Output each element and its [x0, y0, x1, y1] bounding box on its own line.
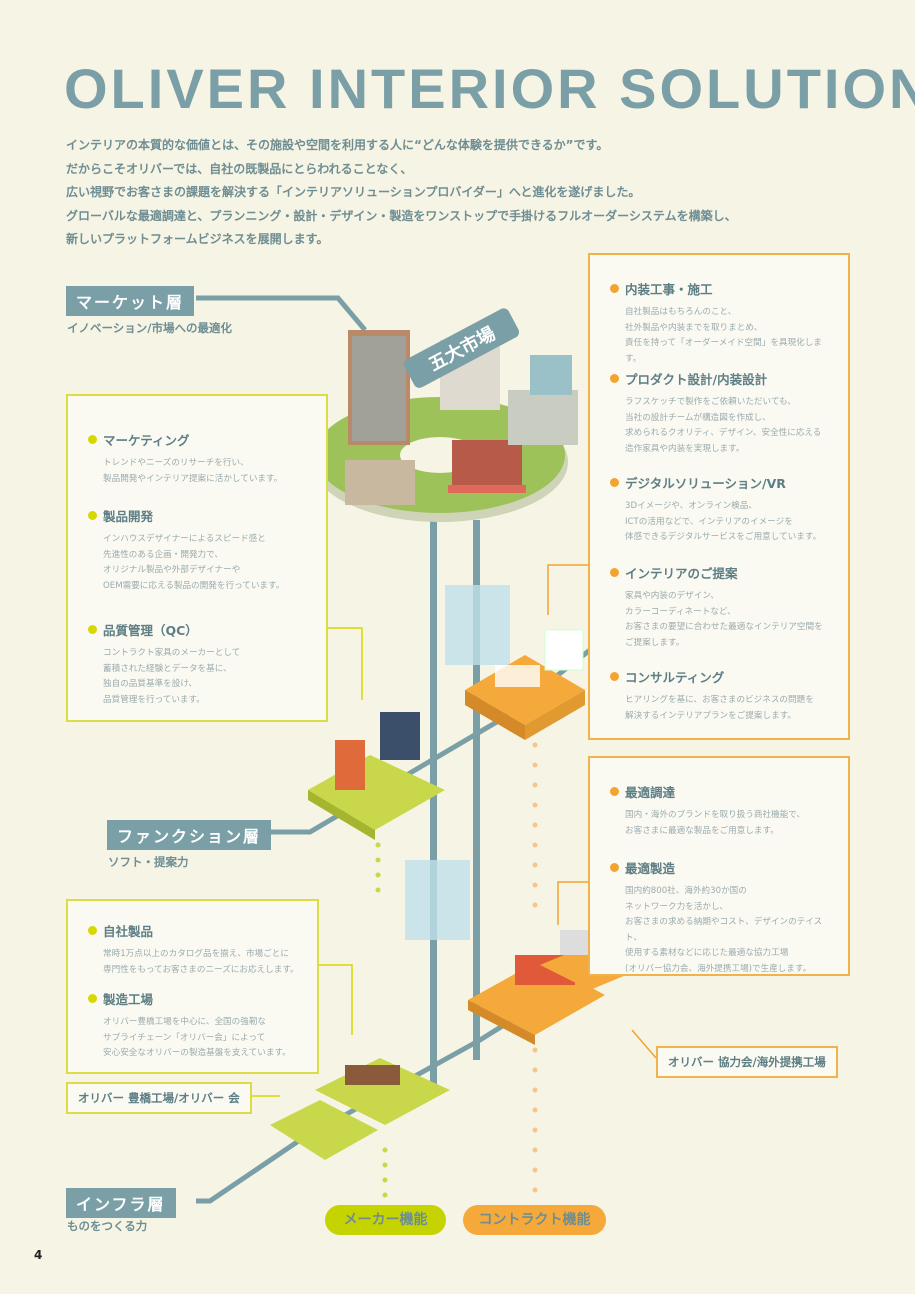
elevator-icon [405, 860, 470, 940]
feature-text: 家具や内装のデザイン、 カラーコーディネートなど、 お客さまの要望に合わせた最適… [625, 591, 823, 648]
market-layer-sub: イノベーション/市場への最適化 [67, 321, 232, 335]
furniture-icon [345, 1065, 400, 1085]
feature-text: トレンドやニーズのリサーチを行い、 製品開発やインテリア提案に活かしています。 [103, 458, 283, 484]
feature-text: コントラクト家具のメーカーとして 蓄積された経験とデータを基に、 独自の品質基準… [103, 648, 241, 705]
bullet-icon [88, 994, 97, 1003]
feature-title: デジタルソリューション/VR [625, 476, 786, 491]
feature-title: 最適製造 [625, 861, 676, 876]
intro-line: グローバルな最適調達と、プランニング・設計・デザイン・製造をワンストップで手掛け… [66, 208, 737, 223]
feature-text: ヒアリングを基に、お客さまのビジネスの問題を 解決するインテリアプランをご提案し… [625, 695, 814, 721]
feature-text: 自社製品はもちろんのこと、 社外製品や内装までを取りまとめ、 責任を持って「オー… [625, 307, 822, 364]
function-layer-label: ファンクション層 [107, 820, 272, 850]
bullet-icon [610, 478, 619, 487]
feature-text: 国内・海外のブランドを取り扱う商社機能で、 お客さまに最適な製品をご用意します。 [625, 810, 806, 836]
feature-qc: 品質管理（QC） コントラクト家具のメーカーとして 蓄積された経験とデータを基に、… [88, 620, 316, 708]
left-infra-box: 自社製品常時1万点以上のカタログ品を揃え、市場ごとに 専門性をもってお客さまのニ… [66, 899, 319, 1074]
page-number: 4 [34, 1248, 43, 1262]
feature-digital: デジタルソリューション/VR 3Dイメージや、オンライン検品、 ICTの活用などで… [610, 473, 838, 546]
feature-own-products: 自社製品常時1万点以上のカタログ品を揃え、市場ごとに 専門性をもってお客さまのニ… [88, 921, 307, 978]
buildings-icon [345, 330, 578, 505]
feature-marketing: マーケティングトレンドやニーズのリサーチを行い、 製品開発やインテリア提案に活か… [88, 430, 316, 487]
right-function-box: 内装工事・施工自社製品はもちろんのこと、 社外製品や内装までを取りまとめ、 責任… [588, 253, 850, 740]
feature-title: プロダクト設計/内装設計 [625, 372, 768, 387]
feature-construction: 内装工事・施工自社製品はもちろんのこと、 社外製品や内装までを取りまとめ、 責任… [610, 279, 838, 367]
maker-dotted-line [375, 842, 388, 1198]
feature-manufacturing: 最適製造国内約800社、海外約30か国の ネットワーク力を活かし、 お客さまの求… [610, 858, 838, 978]
bullet-icon [610, 863, 619, 872]
bullet-icon [610, 568, 619, 577]
page-title: OLIVER INTERIOR SOLUTION [64, 57, 915, 120]
feature-text: 常時1万点以上のカタログ品を揃え、市場ごとに 専門性をもってお客さまのニーズにお… [103, 949, 299, 975]
feature-design: プロダクト設計/内装設計ラフスケッチで製作をご依頼いただいても、 当社の設計チー… [610, 369, 838, 457]
intro-text: インテリアの本質的な価値とは、その施設や空間を利用する人に“どんな体験を提供でき… [66, 134, 737, 252]
contract-function-pill: コントラクト機能 [463, 1205, 606, 1235]
feature-title: 最適調達 [625, 785, 676, 800]
partners-tag: オリバー 協力会/海外提携工場 [656, 1046, 838, 1078]
feature-text: インハウスデザイナーによるスピード感と 先進性のある企画・開発力で、 オリジナル… [103, 534, 285, 591]
feature-proposal: インテリアのご提案家具や内装のデザイン、 カラーコーディネートなど、 お客さまの… [610, 563, 838, 651]
feature-text: 3Dイメージや、オンライン検品、 ICTの活用などで、インテリアのイメージを 体… [625, 501, 822, 543]
feature-title: 自社製品 [103, 924, 154, 939]
presentation-board-icon [544, 629, 584, 671]
bullet-icon [610, 284, 619, 293]
left-function-box: マーケティングトレンドやニーズのリサーチを行い、 製品開発やインテリア提案に活か… [66, 394, 328, 722]
infra-layer-label: インフラ層 [66, 1188, 176, 1218]
feature-text: ラフスケッチで製作をご依頼いただいても、 当社の設計チームが構造図を作成し、 求… [625, 397, 822, 454]
feature-title: 製品開発 [103, 509, 154, 524]
function-layer-sub: ソフト・提案力 [108, 855, 189, 869]
bullet-icon [610, 374, 619, 383]
feature-factory: 製造工場オリバー豊橋工場を中心に、全国の強靭な サプライチェーン「オリバー会」に… [88, 989, 307, 1062]
elevator-icon [445, 585, 510, 665]
right-infra-box: 最適調達国内・海外のブランドを取り扱う商社機能で、 お客さまに最適な製品をご用意… [588, 756, 850, 976]
feature-procurement: 最適調達国内・海外のブランドを取り扱う商社機能で、 お客さまに最適な製品をご用意… [610, 782, 838, 839]
factory-tag: オリバー 豊橋工場/オリバー 会 [66, 1082, 252, 1114]
feature-consulting: コンサルティングヒアリングを基に、お客さまのビジネスの問題を 解決するインテリア… [610, 667, 838, 724]
bullet-icon [88, 511, 97, 520]
feature-title: コンサルティング [625, 670, 725, 685]
feature-title: 品質管理（QC） [103, 623, 198, 638]
feature-text: 国内約800社、海外約30か国の ネットワーク力を活かし、 お客さまの求める納期… [625, 886, 823, 974]
feature-product-dev: 製品開発インハウスデザイナーによるスピード感と 先進性のある企画・開発力で、 オ… [88, 506, 316, 594]
bullet-icon [610, 787, 619, 796]
bullet-icon [88, 625, 97, 634]
feature-title: マーケティング [103, 433, 190, 448]
arrows [252, 564, 657, 1097]
infra-layer-sub: ものをつくる力 [67, 1219, 148, 1233]
intro-line: だからこそオリバーでは、自社の既製品にとらわれることなく、 [66, 161, 413, 176]
bar-chart-icon [335, 740, 365, 790]
market-layer-label: マーケット層 [66, 286, 195, 316]
feature-text: オリバー豊橋工場を中心に、全国の強靭な サプライチェーン「オリバー会」によって … [103, 1017, 291, 1059]
bullet-icon [610, 672, 619, 681]
feature-title: 内装工事・施工 [625, 282, 713, 297]
maker-function-pill: メーカー機能 [325, 1205, 446, 1235]
intro-line: インテリアの本質的な価値とは、その施設や空間を利用する人に“どんな体験を提供でき… [66, 138, 609, 152]
feature-title: 製造工場 [103, 992, 154, 1007]
contract-dotted-line [532, 742, 538, 1193]
bullet-icon [88, 435, 97, 444]
bullet-icon [88, 926, 97, 935]
central-pillars [430, 470, 480, 1090]
feature-title: インテリアのご提案 [625, 566, 738, 581]
intro-line: 広い視野でお客さまの課題を解決する「インテリアソリューションプロバイダー」へと進… [66, 185, 641, 199]
intro-line: 新しいプラットフォームビジネスを展開します。 [66, 232, 329, 246]
